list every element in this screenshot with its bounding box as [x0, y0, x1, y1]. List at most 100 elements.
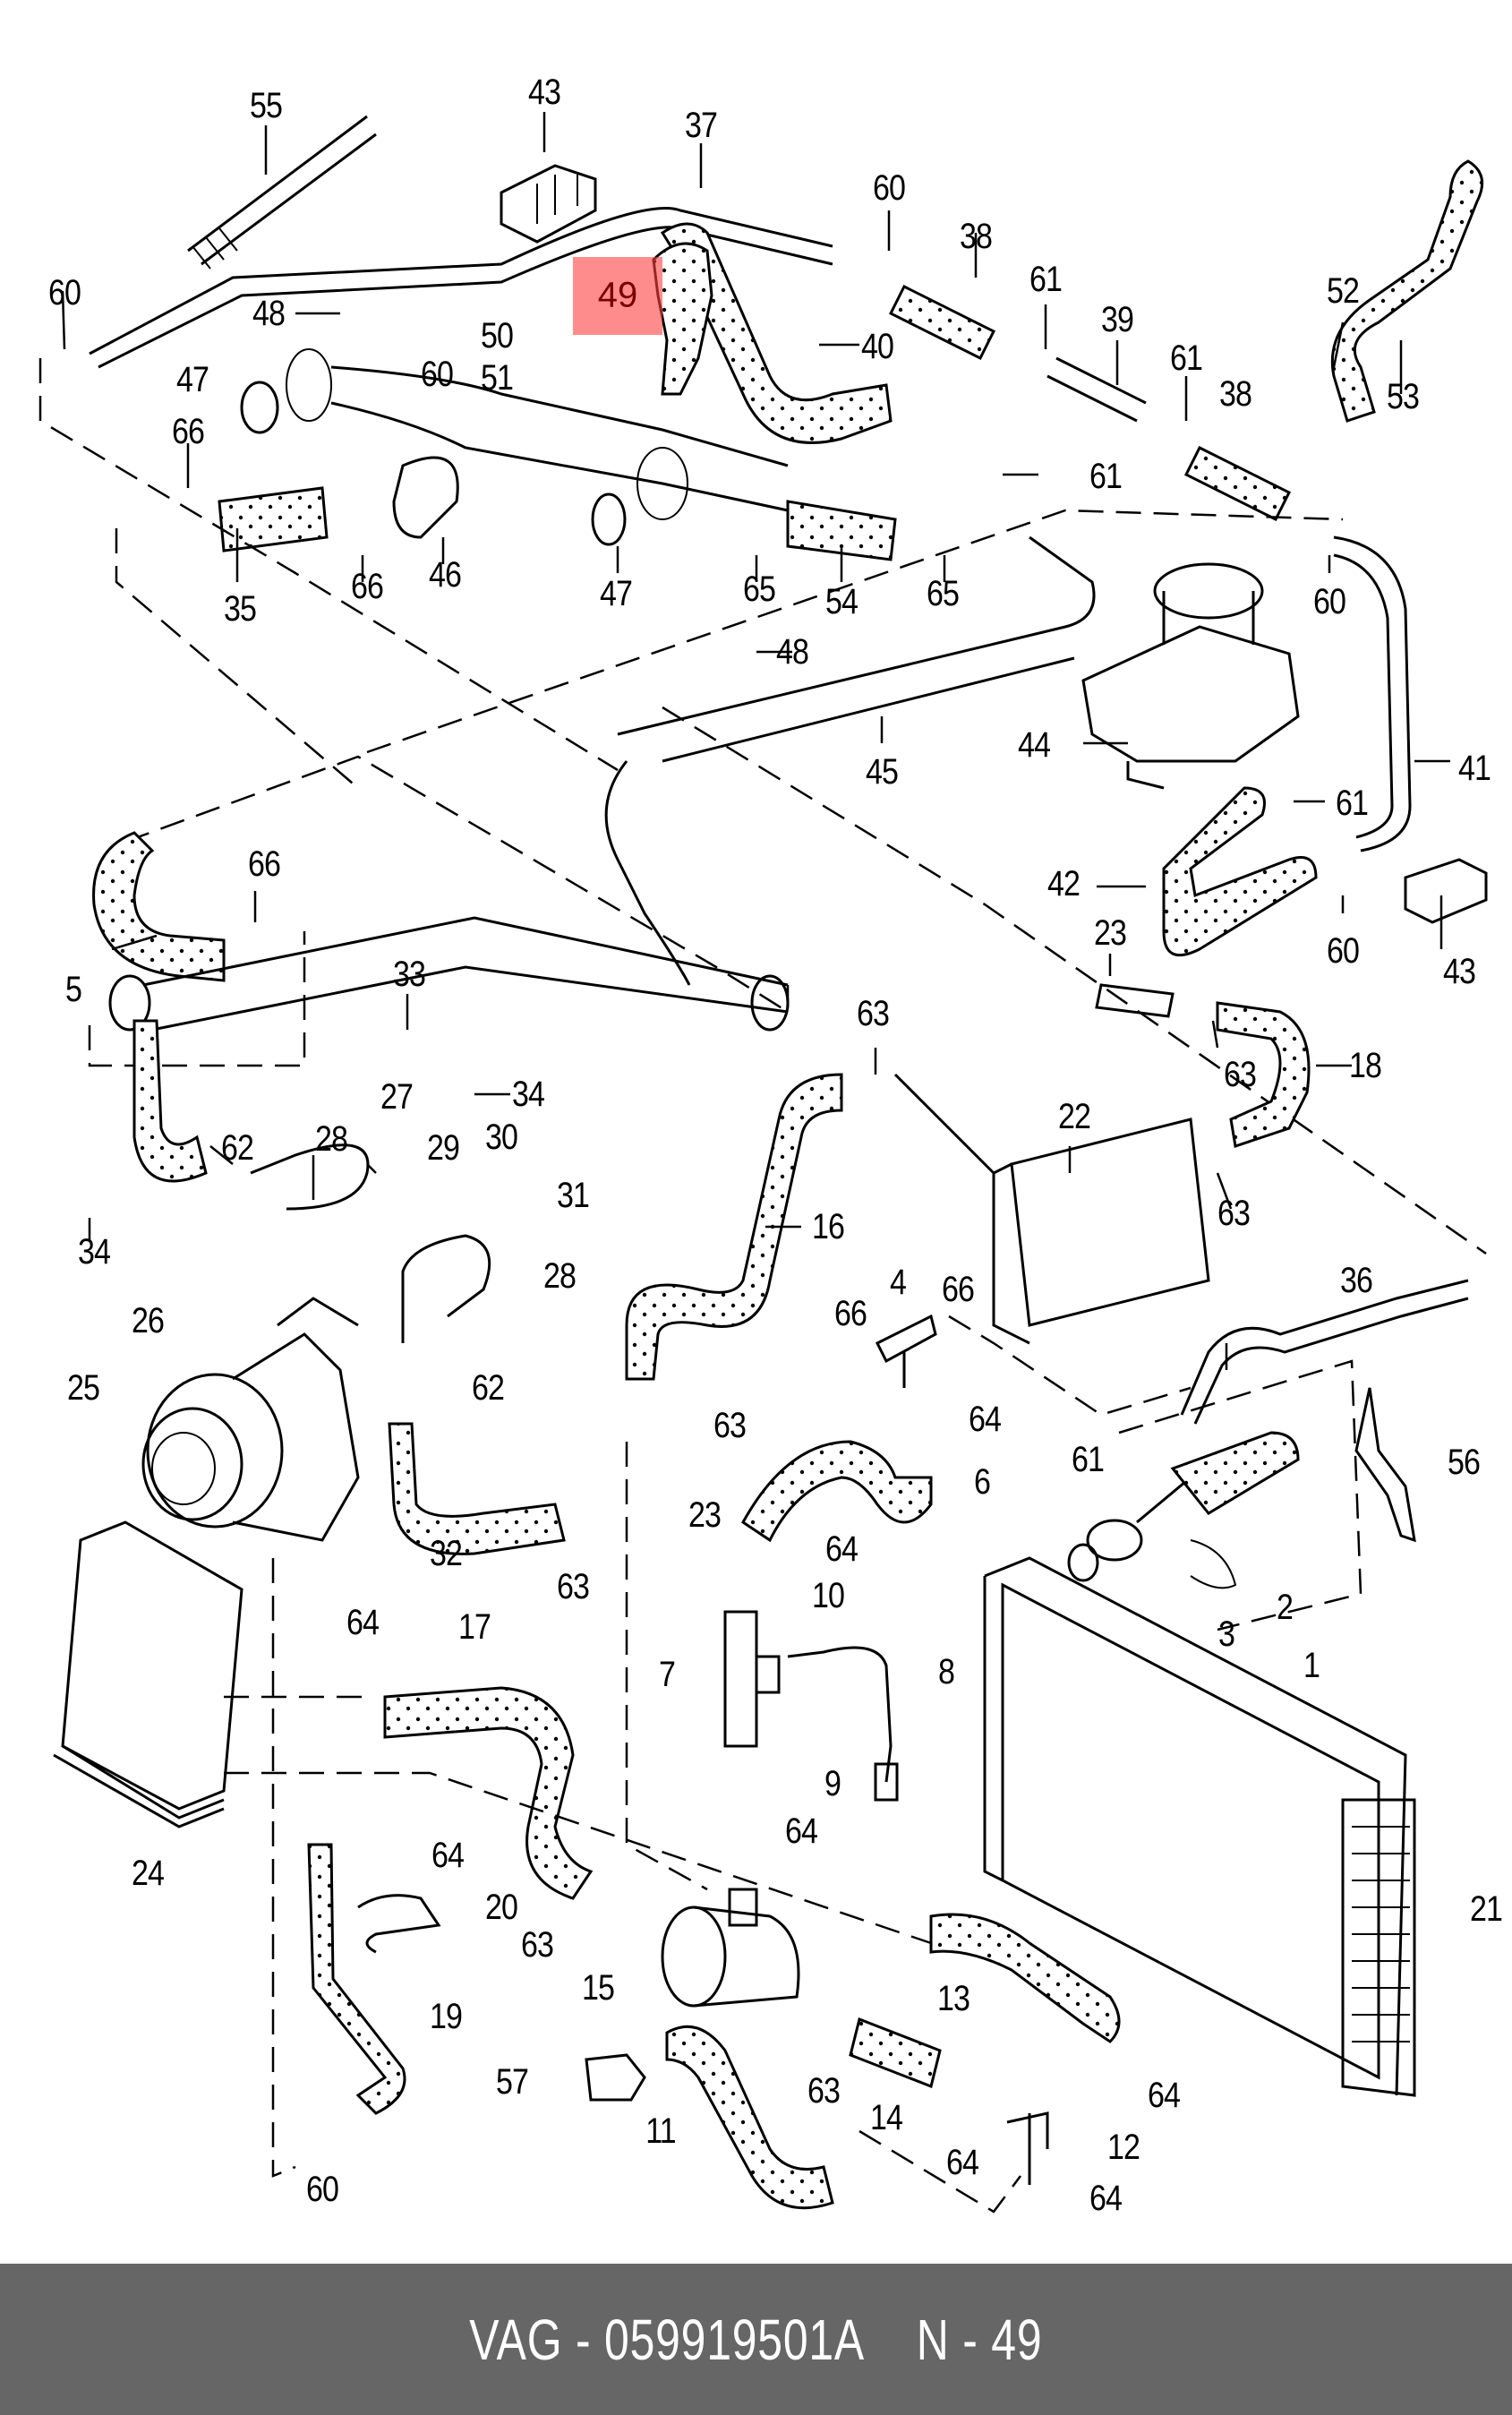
- callout-30[interactable]: 30: [484, 1118, 518, 1157]
- callout-51[interactable]: 51: [480, 358, 514, 398]
- callout-48-b[interactable]: 48: [775, 632, 809, 672]
- callout-4[interactable]: 4: [889, 1263, 907, 1302]
- callout-15[interactable]: 15: [581, 1968, 615, 2008]
- callout-64-g[interactable]: 64: [945, 2143, 979, 2182]
- callout-47-a[interactable]: 47: [175, 360, 209, 399]
- callout-63-a[interactable]: 63: [856, 994, 890, 1033]
- callout-41[interactable]: 41: [1457, 749, 1491, 788]
- callout-36[interactable]: 36: [1339, 1261, 1373, 1300]
- callout-20[interactable]: 20: [484, 1888, 518, 1927]
- callout-63-f[interactable]: 63: [520, 1925, 554, 1965]
- callout-10[interactable]: 10: [811, 1576, 845, 1615]
- callout-64-h[interactable]: 64: [1089, 2179, 1123, 2218]
- callout-47-b[interactable]: 47: [599, 574, 633, 613]
- callout-5[interactable]: 5: [64, 970, 82, 1009]
- callout-28-b[interactable]: 28: [542, 1256, 577, 1296]
- callout-55[interactable]: 55: [249, 86, 283, 125]
- callout-21[interactable]: 21: [1469, 1889, 1503, 1929]
- callout-62-b[interactable]: 62: [471, 1368, 505, 1408]
- callout-64-b[interactable]: 64: [824, 1529, 859, 1569]
- callout-7[interactable]: 7: [658, 1655, 676, 1694]
- callout-64-c[interactable]: 64: [346, 1603, 380, 1642]
- callout-25[interactable]: 25: [66, 1368, 100, 1408]
- callout-9[interactable]: 9: [824, 1764, 841, 1803]
- callout-60-e[interactable]: 60: [1326, 931, 1360, 971]
- callout-33[interactable]: 33: [392, 955, 426, 994]
- callout-8[interactable]: 8: [937, 1652, 955, 1691]
- callout-61-c[interactable]: 61: [1089, 457, 1123, 496]
- callout-3[interactable]: 3: [1217, 1614, 1235, 1654]
- callout-63-e[interactable]: 63: [556, 1567, 590, 1606]
- callout-53[interactable]: 53: [1386, 377, 1420, 416]
- callout-61-b[interactable]: 61: [1169, 338, 1203, 378]
- callout-63-g[interactable]: 63: [807, 2071, 841, 2111]
- callout-6[interactable]: 6: [973, 1462, 991, 1502]
- callout-61-a[interactable]: 61: [1029, 260, 1063, 299]
- callout-16[interactable]: 16: [811, 1207, 845, 1246]
- callout-37[interactable]: 37: [684, 106, 718, 145]
- callout-66-d[interactable]: 66: [941, 1270, 975, 1309]
- callout-29[interactable]: 29: [426, 1128, 460, 1168]
- callout-17[interactable]: 17: [457, 1607, 491, 1647]
- callout-60-d[interactable]: 60: [1312, 582, 1346, 621]
- callout-61-d[interactable]: 61: [1335, 784, 1369, 823]
- callout-60-c[interactable]: 60: [420, 355, 454, 394]
- callout-50[interactable]: 50: [480, 316, 514, 355]
- callout-56[interactable]: 56: [1447, 1443, 1481, 1482]
- callout-40[interactable]: 40: [860, 327, 894, 366]
- callout-44[interactable]: 44: [1017, 725, 1051, 765]
- callout-64-d[interactable]: 64: [431, 1836, 465, 1875]
- callout-38-b[interactable]: 38: [1218, 374, 1252, 414]
- callout-39[interactable]: 39: [1100, 300, 1134, 339]
- callout-64-e[interactable]: 64: [784, 1811, 818, 1851]
- callout-57[interactable]: 57: [495, 2062, 529, 2102]
- callout-14[interactable]: 14: [869, 2098, 903, 2137]
- callout-45[interactable]: 45: [865, 752, 899, 792]
- callout-54[interactable]: 54: [824, 582, 859, 621]
- callout-66-e[interactable]: 66: [833, 1294, 867, 1333]
- callout-60-f[interactable]: 60: [305, 2170, 339, 2209]
- callout-34-b[interactable]: 34: [77, 1232, 111, 1272]
- callout-34-a[interactable]: 34: [511, 1075, 545, 1114]
- callout-61-e[interactable]: 61: [1071, 1440, 1105, 1479]
- highlight-part-49[interactable]: [573, 257, 662, 335]
- callout-66-c[interactable]: 66: [247, 844, 281, 884]
- callout-64-a[interactable]: 64: [968, 1400, 1002, 1439]
- callout-60-a[interactable]: 60: [872, 168, 906, 208]
- callout-2[interactable]: 2: [1276, 1588, 1294, 1627]
- callout-35[interactable]: 35: [223, 589, 257, 629]
- callout-11[interactable]: 11: [645, 2111, 676, 2151]
- callout-64-f[interactable]: 64: [1147, 2076, 1181, 2115]
- callout-22[interactable]: 22: [1057, 1097, 1091, 1136]
- callout-12[interactable]: 12: [1106, 2128, 1140, 2167]
- callout-19[interactable]: 19: [429, 1997, 463, 2036]
- callout-38-a[interactable]: 38: [959, 217, 993, 256]
- callout-27[interactable]: 27: [380, 1077, 414, 1117]
- callout-60-b[interactable]: 60: [47, 273, 81, 313]
- callout-18[interactable]: 18: [1348, 1046, 1382, 1085]
- callout-49[interactable]: 49: [597, 275, 638, 315]
- callout-46[interactable]: 46: [428, 555, 462, 595]
- callout-63-b[interactable]: 63: [1223, 1055, 1257, 1094]
- callout-24[interactable]: 24: [131, 1854, 165, 1893]
- callout-62-a[interactable]: 62: [220, 1128, 254, 1168]
- callout-48-a[interactable]: 48: [252, 294, 286, 333]
- callout-1[interactable]: 1: [1303, 1646, 1320, 1685]
- callout-13[interactable]: 13: [936, 1979, 970, 2018]
- callout-66-a[interactable]: 66: [171, 412, 205, 451]
- callout-52[interactable]: 52: [1326, 271, 1360, 311]
- callout-28-a[interactable]: 28: [314, 1119, 348, 1159]
- callout-63-c[interactable]: 63: [1217, 1194, 1251, 1233]
- callout-43-right[interactable]: 43: [1442, 952, 1476, 991]
- callout-26[interactable]: 26: [131, 1301, 165, 1340]
- callout-42[interactable]: 42: [1046, 864, 1081, 903]
- callout-31[interactable]: 31: [556, 1176, 590, 1215]
- callout-65-a[interactable]: 65: [742, 569, 776, 609]
- callout-23-b[interactable]: 23: [688, 1495, 722, 1535]
- callout-32[interactable]: 32: [429, 1534, 463, 1573]
- callout-23-a[interactable]: 23: [1093, 913, 1127, 953]
- callout-66-b[interactable]: 66: [350, 567, 384, 606]
- callout-43-top[interactable]: 43: [527, 73, 561, 112]
- callout-63-d[interactable]: 63: [713, 1406, 747, 1445]
- callout-65-b[interactable]: 65: [926, 574, 960, 613]
